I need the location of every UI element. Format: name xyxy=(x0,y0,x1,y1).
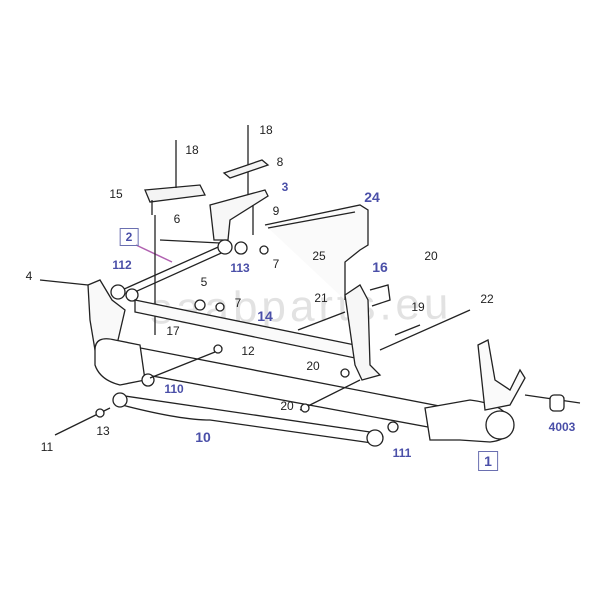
trailing-arm-10 xyxy=(54,344,399,447)
callout-12: 12 xyxy=(241,344,255,358)
callout-20: 20 xyxy=(424,249,438,263)
callout-leader xyxy=(135,244,173,263)
callout-5: 5 xyxy=(200,275,208,289)
callout-4003: 4003 xyxy=(548,420,576,434)
callout-113: 113 xyxy=(230,261,250,275)
callout-110: 110 xyxy=(164,382,184,396)
callout-111: 111 xyxy=(392,446,412,460)
callout-21: 21 xyxy=(314,291,328,305)
callout-4: 4 xyxy=(25,269,33,283)
callout-6: 6 xyxy=(173,212,181,226)
callout-2: 2 xyxy=(119,228,139,246)
callout-24: 24 xyxy=(364,189,380,205)
callout-16: 16 xyxy=(372,259,388,275)
left-hanger xyxy=(39,279,139,356)
bracket-16 xyxy=(297,284,471,381)
plate-8 xyxy=(222,159,270,179)
callout-17: 17 xyxy=(166,324,180,338)
callout-13: 13 xyxy=(96,424,110,438)
callout-7: 7 xyxy=(272,257,280,271)
callout-9: 9 xyxy=(272,204,280,218)
link-arm-2 xyxy=(121,239,269,297)
callout-14: 14 xyxy=(257,308,273,324)
callout-20: 20 xyxy=(306,359,320,373)
bracket-3 xyxy=(209,189,269,241)
callout-22: 22 xyxy=(480,292,494,306)
callout-11: 11 xyxy=(40,440,54,454)
callout-7: 7 xyxy=(234,296,242,310)
callout-20: 20 xyxy=(280,399,294,413)
callout-8: 8 xyxy=(276,155,284,169)
axle-tube xyxy=(94,338,581,443)
bracket-24 xyxy=(264,204,369,300)
callout-18: 18 xyxy=(259,123,273,137)
callout-18: 18 xyxy=(185,143,199,157)
callout-19: 19 xyxy=(411,300,425,314)
callout-25: 25 xyxy=(312,249,326,263)
callout-15: 15 xyxy=(109,187,123,201)
callout-112: 112 xyxy=(112,258,132,272)
callout-3: 3 xyxy=(281,180,289,194)
callout-10: 10 xyxy=(195,429,211,445)
bracket-15 xyxy=(144,140,206,215)
callout-1: 1 xyxy=(478,451,498,471)
